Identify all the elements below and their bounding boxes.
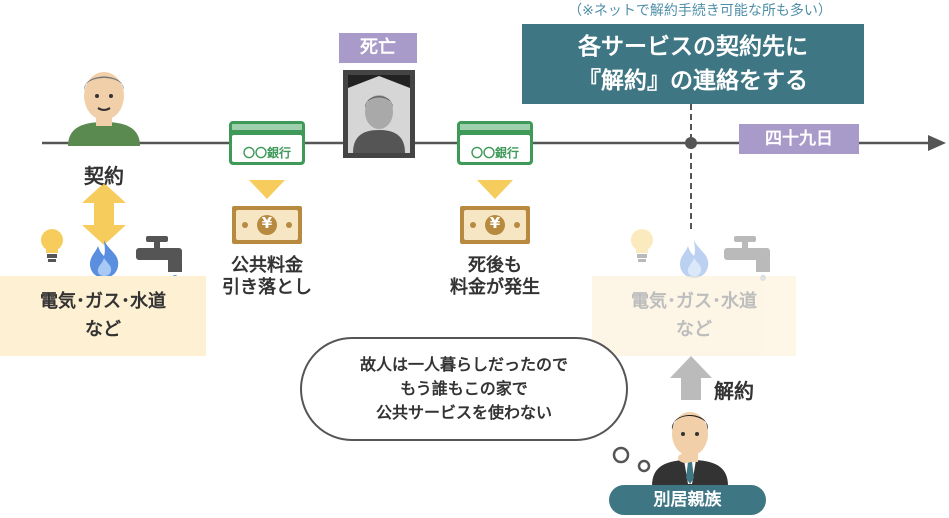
faucet-icon (724, 236, 770, 281)
timeline-dot (685, 137, 697, 149)
cancel-notice-box: 各サービスの契約先に 『解約』の連絡をする (522, 24, 864, 104)
post-death-charge-label: 死後も 料金が発生 (425, 255, 565, 299)
utilities-box-faded: 電気･ガス･水道 など (592, 276, 796, 356)
yen-symbol: ¥ (489, 214, 501, 232)
person-icon (68, 72, 140, 146)
speech-bubble: 故人は一人暮らしだったので もう誰もこの家で 公共サービスを使わない (300, 337, 628, 441)
online-note: （※ネットで解約手続き可能な所も多い） (568, 3, 832, 19)
utilities-box-line1: 電気･ガス･水道 (40, 291, 166, 312)
utilities-box-faded-line2: など (676, 319, 712, 340)
bulb-icon (41, 229, 63, 262)
death-tag: 死亡 (339, 33, 417, 63)
down-arrow-icon (477, 180, 513, 199)
cancel-notice-line2: 『解約』の連絡をする (578, 68, 808, 94)
bulb-icon (631, 229, 653, 262)
timeline-arrowhead (928, 135, 946, 151)
flame-icon (90, 240, 119, 278)
debit-label-line2: 引き落とし (222, 277, 312, 298)
bank-label: 〇〇銀行 (242, 146, 291, 160)
cancel-label: 解約 (714, 379, 754, 403)
contract-label: 契約 (84, 164, 124, 188)
utilities-box-line2: など (85, 319, 121, 340)
debit-label-line1: 公共料金 (231, 255, 303, 276)
yen-symbol: ¥ (261, 214, 273, 232)
bank-label: 〇〇銀行 (470, 146, 519, 160)
relative-badge: 別居親族 (609, 485, 766, 515)
cancel-arrow-icon (670, 356, 712, 400)
thought-dot (612, 446, 630, 464)
utilities-box: 電気･ガス･水道 など (0, 276, 206, 356)
post-death-charge-line2: 料金が発生 (450, 277, 540, 298)
faucet-icon (136, 236, 182, 281)
debit-label: 公共料金 引き落とし (202, 255, 332, 299)
cancel-notice-line1: 各サービスの契約先に (578, 34, 808, 60)
speech-bubble-line3: 公共サービスを使わない (375, 403, 552, 422)
speech-bubble-line1: 故人は一人暮らしだったので (359, 355, 568, 374)
contract-double-arrow (82, 183, 126, 245)
day49-tag: 四十九日 (739, 124, 859, 154)
down-arrow-icon (249, 180, 285, 199)
thought-dot (637, 459, 651, 473)
post-death-charge-line1: 死後も (468, 255, 522, 276)
memorial-portrait-icon (343, 70, 415, 158)
flame-icon (680, 240, 709, 278)
speech-bubble-line2: もう誰もこの家で (400, 379, 528, 398)
utilities-box-faded-line1: 電気･ガス･水道 (631, 291, 757, 312)
relative-person-icon (652, 412, 728, 486)
